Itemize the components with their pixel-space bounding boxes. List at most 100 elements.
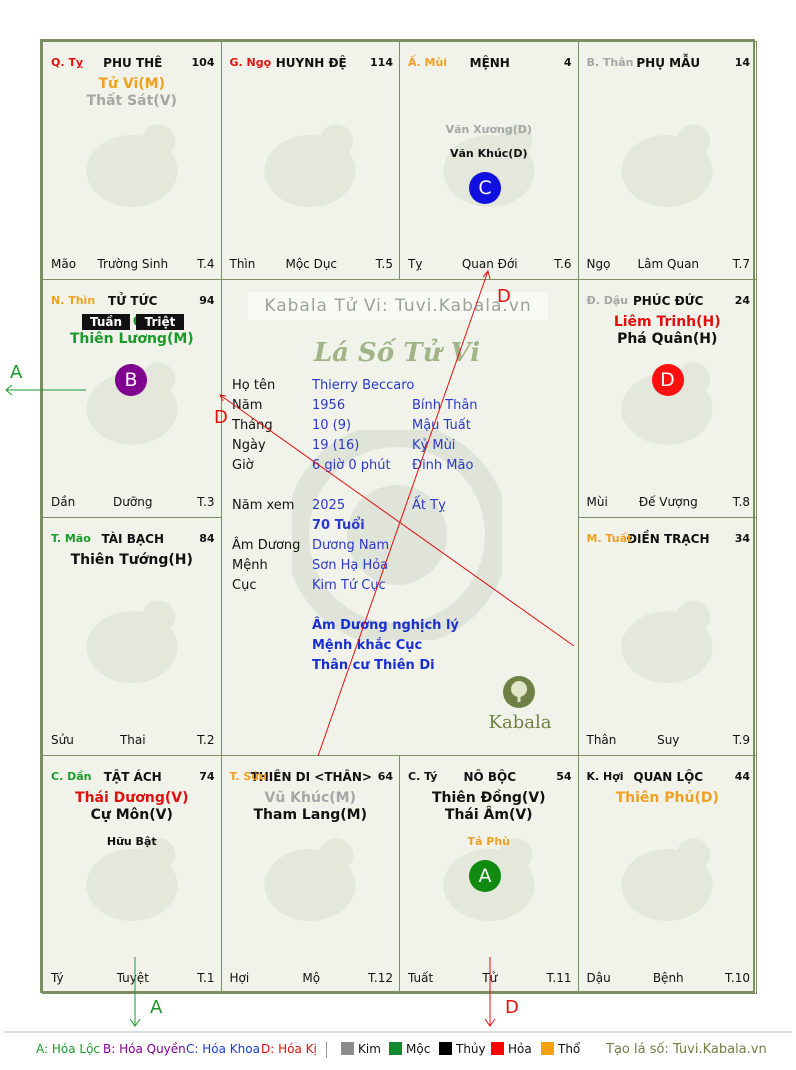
transformation-marker: B bbox=[115, 364, 147, 396]
element-swatch-icon bbox=[341, 1042, 354, 1055]
palace-number: 114 bbox=[370, 56, 393, 69]
info-label: Ngày bbox=[232, 438, 266, 453]
palace-stem-branch: T. Sửu bbox=[229, 770, 267, 783]
info-row: 70 Tuổi bbox=[232, 518, 562, 536]
info-value: Thierry Beccaro bbox=[312, 378, 415, 393]
arrow-label-d-center: D bbox=[214, 407, 228, 428]
palace-stem-branch: C. Tý bbox=[408, 770, 438, 783]
palace-stem-branch: K. Hợi bbox=[586, 770, 624, 783]
legend-divider bbox=[326, 1042, 327, 1058]
site-link[interactable]: Tạo lá số: Tuvi.Kabala.vn bbox=[606, 1042, 767, 1057]
palace-name: PHU THÊ bbox=[103, 56, 163, 70]
element-swatch-icon bbox=[389, 1042, 402, 1055]
palace-number: 54 bbox=[556, 770, 572, 783]
palace-stem-branch: Ấ. Mùi bbox=[408, 56, 448, 69]
transformation-marker: C bbox=[469, 172, 501, 204]
palace-decade-branch: Tỵ bbox=[408, 257, 423, 271]
palace-month: T.6 bbox=[554, 257, 572, 271]
legend-transformation-item: C: Hóa Khoa bbox=[186, 1042, 260, 1056]
palace-decade-branch: Thìn bbox=[229, 257, 256, 271]
info-value: 10 (9) bbox=[312, 418, 352, 433]
palace-name: QUAN LỘC bbox=[633, 770, 704, 784]
minor-star: Hữu Bật bbox=[106, 835, 157, 848]
element-swatch-icon bbox=[439, 1042, 452, 1055]
palace-stem-branch: N. Thìn bbox=[51, 294, 96, 307]
palace-stem-branch: Đ. Dậu bbox=[586, 294, 629, 307]
palace-decade-branch: Ngọ bbox=[586, 257, 611, 271]
palace-name: ĐIỀN TRẠCH bbox=[627, 532, 710, 546]
horse-zodiac-icon bbox=[264, 124, 356, 208]
palace-stage: Trường Sinh bbox=[97, 257, 169, 271]
legend-element-item: Hỏa bbox=[491, 1042, 532, 1056]
info-value: 1956 bbox=[312, 398, 346, 413]
info-canchi: Bính Thân bbox=[412, 398, 478, 413]
info-label: Họ tên bbox=[232, 378, 276, 393]
palace-decade-branch: Dậu bbox=[586, 971, 611, 985]
info-value: 70 Tuổi bbox=[312, 518, 365, 533]
palace-name: NÔ BỘC bbox=[463, 770, 517, 784]
minor-star: Tả Phù bbox=[467, 835, 510, 848]
center-info-panel: Kabala Tử Vi: Tuvi.Kabala.vn Lá Số Tử Vi… bbox=[220, 280, 574, 756]
major-star: Tham Lang(M) bbox=[253, 807, 367, 823]
palace-stage: Suy bbox=[657, 733, 680, 747]
legend-element-item: Thủy bbox=[439, 1042, 486, 1056]
palace-month: T.9 bbox=[732, 733, 750, 747]
monkey-zodiac-icon bbox=[621, 124, 713, 208]
rabbit-zodiac-icon bbox=[86, 600, 178, 684]
minor-star: Văn Xương(D) bbox=[445, 123, 532, 136]
major-star: Phá Quân(H) bbox=[617, 331, 718, 347]
transformation-marker: D bbox=[651, 364, 684, 396]
info-label: Mệnh bbox=[232, 558, 268, 573]
legend-item-text: B: Hóa Quyền bbox=[103, 1042, 186, 1056]
palace-number: 34 bbox=[734, 532, 750, 545]
palace-number: 104 bbox=[191, 56, 215, 69]
palace-stage: Bệnh bbox=[652, 971, 684, 985]
legend-element-text: Hỏa bbox=[508, 1042, 532, 1056]
info-canchi: Đinh Mão bbox=[412, 458, 474, 473]
legend-element-item: Kim bbox=[341, 1042, 381, 1056]
info-value: Kim Tứ Cục bbox=[312, 578, 386, 593]
major-star: Thiên Tướng(H) bbox=[70, 552, 193, 568]
palace-stage: Quan Đới bbox=[461, 257, 518, 271]
legend-element-text: Thủy bbox=[456, 1042, 486, 1056]
major-star: Thiên Đồng(V) bbox=[431, 790, 546, 806]
palace-name: THIÊN DI <THÂN> bbox=[250, 770, 372, 784]
palace-name: PHỤ MẪU bbox=[636, 56, 701, 70]
legend-transformation-item: B: Hóa Quyền bbox=[103, 1042, 186, 1056]
rooster-zodiac-icon bbox=[621, 362, 713, 446]
info-row: Họ tên Thierry Beccaro bbox=[232, 378, 562, 396]
kabala-tree-icon bbox=[503, 676, 535, 708]
palace-month: T.2 bbox=[197, 733, 215, 747]
arrow-label-a-left: A bbox=[10, 362, 23, 383]
legend-element-item: Thổ bbox=[541, 1042, 580, 1056]
major-star: Vũ Khúc(M) bbox=[264, 790, 357, 806]
palace-stage: Mộ bbox=[302, 971, 321, 985]
legend-item-text: A: Hóa Lộc bbox=[36, 1042, 101, 1056]
palace-stage: Thai bbox=[119, 733, 146, 747]
element-swatch-icon bbox=[491, 1042, 504, 1055]
chart-note: Âm Dương nghịch lý bbox=[312, 618, 459, 633]
palace-stage: Mộc Dục bbox=[285, 257, 338, 271]
goat-zodiac-icon bbox=[443, 124, 535, 208]
palace-decade-branch: Mão bbox=[51, 257, 77, 271]
palace-decade-branch: Sửu bbox=[51, 733, 74, 747]
info-value: 2025 bbox=[312, 498, 346, 513]
palace-number: 64 bbox=[377, 770, 393, 783]
info-canchi: Kỷ Mùi bbox=[412, 438, 456, 453]
palace-month: T.10 bbox=[725, 971, 750, 985]
palace-name: PHÚC ĐỨC bbox=[633, 294, 704, 308]
palace-number: 14 bbox=[734, 56, 750, 69]
chart-title: Lá Số Tử Vi bbox=[313, 338, 481, 368]
palace-stage: Đế Vượng bbox=[638, 495, 698, 509]
